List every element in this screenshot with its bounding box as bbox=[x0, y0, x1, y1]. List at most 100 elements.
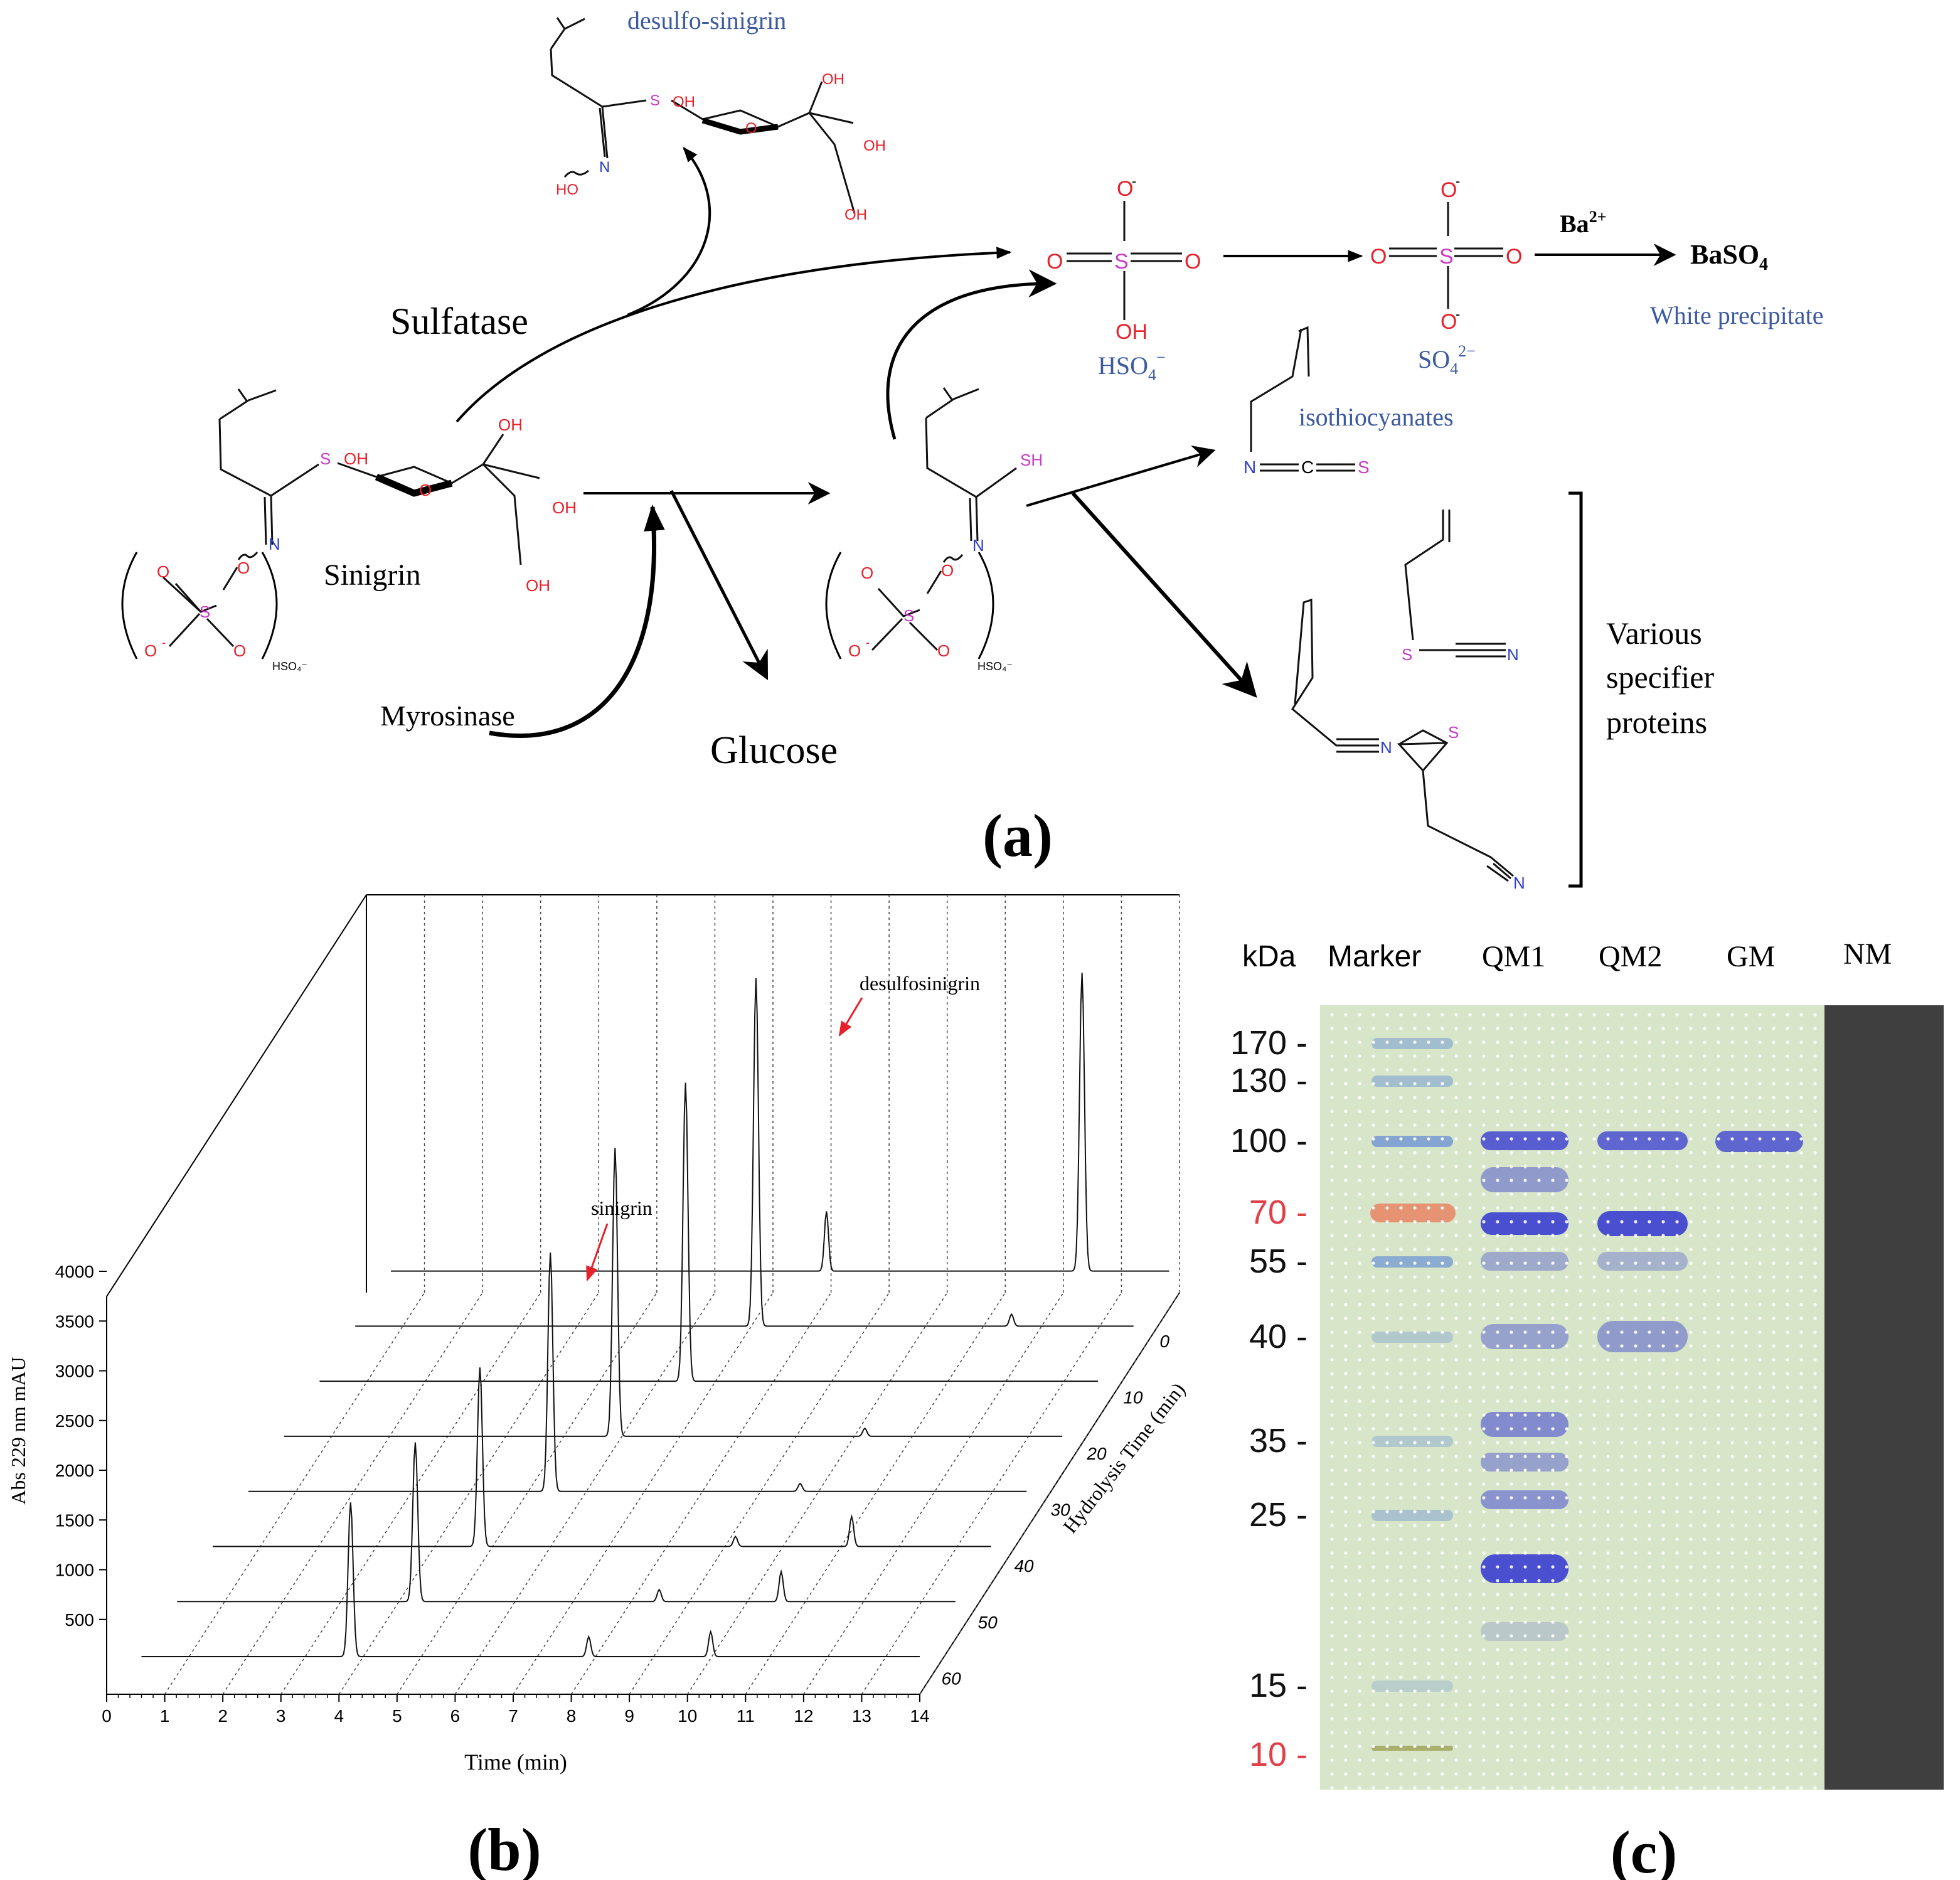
sinigrin-label: Sinigrin bbox=[324, 558, 421, 592]
x-tick-label: 6 bbox=[450, 1706, 461, 1726]
trace-line bbox=[284, 1148, 1063, 1437]
z-tick-label: 40 bbox=[1014, 1556, 1034, 1576]
atom-o: O bbox=[1370, 245, 1387, 269]
marker-label: 100 - bbox=[1230, 1122, 1308, 1160]
y-tick-label: 3500 bbox=[55, 1311, 94, 1331]
panel-c-label: (c) bbox=[1611, 1819, 1678, 1880]
atom-n: N bbox=[1513, 873, 1525, 892]
sulfatase-to-hso4-arrow bbox=[455, 247, 1012, 423]
grid-line bbox=[454, 1292, 716, 1695]
x-tick-label: 10 bbox=[678, 1706, 697, 1726]
atom-oh: OH bbox=[552, 498, 577, 517]
atom-o-minus: O bbox=[144, 641, 157, 660]
marker-label: 40 - bbox=[1249, 1318, 1308, 1355]
atom-oh: OH bbox=[673, 93, 695, 110]
z-tick-label: 10 bbox=[1123, 1387, 1143, 1407]
atom-sh: SH bbox=[1020, 451, 1043, 469]
atom-s: S bbox=[200, 602, 210, 621]
atom-s: S bbox=[1402, 645, 1412, 664]
y-tick-label: 1500 bbox=[55, 1510, 94, 1530]
white-precipitate-label: White precipitate bbox=[1650, 301, 1824, 329]
atom-oh: OH bbox=[498, 415, 523, 434]
isothiocyanate-structure: N C S bbox=[1244, 326, 1370, 477]
sulfatase-label: Sulfatase bbox=[390, 301, 528, 342]
marker-label: 55 - bbox=[1249, 1242, 1308, 1280]
column-header-qm2: QM2 bbox=[1599, 940, 1662, 973]
y-tick-label: 2500 bbox=[55, 1411, 94, 1431]
trace-line bbox=[391, 973, 1169, 1272]
x-tick-label: 8 bbox=[567, 1706, 577, 1726]
z-tick-label: 20 bbox=[1086, 1444, 1107, 1463]
atom-s: S bbox=[650, 92, 660, 109]
y-tick-label: 500 bbox=[65, 1610, 94, 1630]
x-tick-label: 12 bbox=[794, 1706, 813, 1726]
atom-ho: HO bbox=[556, 181, 578, 198]
x-tick-label: 11 bbox=[737, 1706, 755, 1726]
trace-line bbox=[141, 1502, 920, 1657]
grid-line bbox=[745, 1292, 1006, 1695]
epithionitrile-structure: N S N bbox=[1291, 598, 1525, 892]
sinigrin-pointer bbox=[586, 1223, 609, 1282]
atom-n: N bbox=[1380, 738, 1392, 757]
baso4-label: BaSO4 bbox=[1690, 239, 1768, 274]
nm-lane bbox=[1824, 1005, 1944, 1790]
hso4-small-label: HSO₄⁻ bbox=[272, 660, 307, 673]
charge-minus: - bbox=[162, 636, 166, 649]
atom-oh: OH bbox=[1116, 320, 1148, 344]
sulfatase-to-desulfo-arrow bbox=[627, 147, 711, 316]
marker-label: 10 - bbox=[1249, 1736, 1308, 1773]
atom-s: S bbox=[1448, 723, 1459, 742]
y-axis-label: Abs 229 nm mAU bbox=[7, 1357, 29, 1505]
grid-line bbox=[338, 1292, 599, 1695]
frame-edge bbox=[106, 894, 367, 1297]
marker-label: 130 - bbox=[1230, 1062, 1308, 1099]
atom-o-minus: O bbox=[1441, 310, 1457, 334]
panel-b-label: (b) bbox=[467, 1816, 541, 1880]
trace-line bbox=[319, 1082, 1098, 1382]
grid-line bbox=[687, 1292, 948, 1695]
atom-n: N bbox=[1244, 457, 1256, 477]
aglycone-to-hso4-arrow bbox=[886, 269, 1057, 440]
trace-line bbox=[355, 978, 1134, 1327]
charge-minus: - bbox=[1132, 173, 1136, 189]
various-label: Various bbox=[1606, 616, 1702, 651]
glucose-release-arrow bbox=[669, 489, 769, 681]
atom-s: S bbox=[320, 449, 331, 468]
bracket bbox=[1569, 491, 1583, 888]
x-tick-label: 0 bbox=[102, 1706, 112, 1726]
proteins-label: proteins bbox=[1606, 705, 1707, 740]
atom-o: O bbox=[419, 481, 432, 499]
marker-label: 170 - bbox=[1230, 1024, 1308, 1062]
marker-label: 35 - bbox=[1249, 1422, 1308, 1460]
column-header-nm: NM bbox=[1843, 937, 1892, 971]
sinigrin-structure: S OH O OH OH OH N O S O O O - HSO₄⁻ bbox=[121, 388, 577, 673]
trace-line bbox=[177, 1442, 956, 1603]
marker-labels: 170 -130 -100 -70 -55 -40 -35 -25 -15 -1… bbox=[1230, 1024, 1308, 1773]
charge-minus: - bbox=[866, 636, 870, 649]
z-tick-label: 60 bbox=[942, 1669, 962, 1688]
column-header-qm1: QM1 bbox=[1482, 940, 1545, 973]
atom-n: N bbox=[269, 535, 280, 553]
x-tick-label: 7 bbox=[508, 1706, 518, 1726]
atom-oh: OH bbox=[526, 576, 550, 595]
to-specifier-products-arrow bbox=[1071, 491, 1257, 698]
x-tick-label: 5 bbox=[392, 1706, 402, 1726]
grid-line bbox=[919, 1292, 1180, 1695]
x-tick-label: 14 bbox=[910, 1706, 929, 1726]
atom-o: O bbox=[1047, 250, 1063, 274]
atom-n: N bbox=[972, 536, 984, 555]
glucose-label: Glucose bbox=[710, 729, 838, 772]
hso4-label: HSO4− bbox=[1098, 348, 1166, 384]
annotation-sinigrin: sinigrin bbox=[591, 1197, 652, 1219]
atom-s: S bbox=[1358, 457, 1370, 477]
grid-line bbox=[513, 1292, 774, 1695]
atom-o: O bbox=[941, 561, 954, 580]
atom-o: O bbox=[937, 641, 950, 660]
y-tick-label: 2000 bbox=[55, 1461, 94, 1480]
panel-a: S OH O OH OH OH N HO desulfo-sinigrin Su… bbox=[121, 6, 1824, 892]
atom-oh: OH bbox=[844, 206, 867, 223]
grid-line bbox=[280, 1292, 541, 1695]
